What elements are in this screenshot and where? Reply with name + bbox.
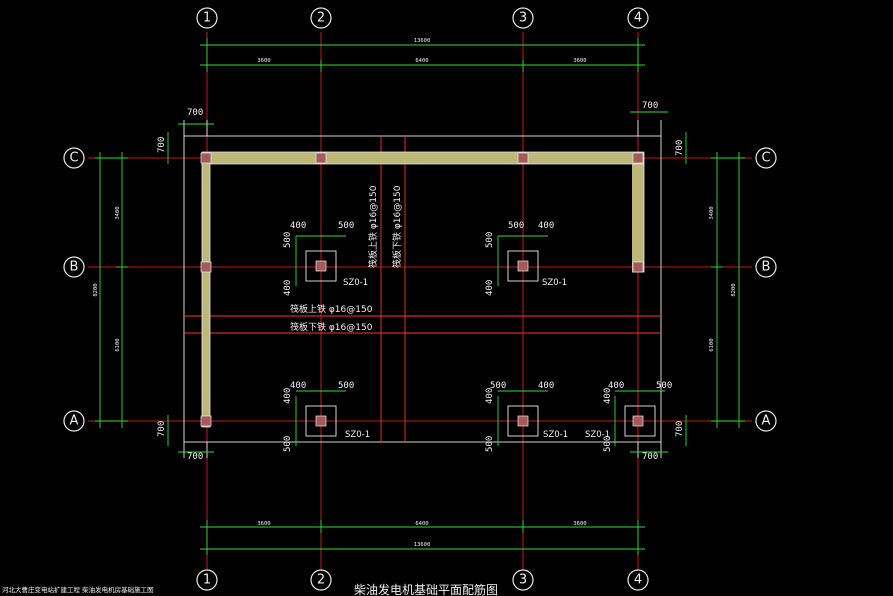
axis-label: 4 [634,573,642,588]
pier-dim: 500 [338,221,354,231]
dim-span-right: 3400 [709,206,715,219]
pier-mark: SZ0-1 [343,278,368,288]
axis-label: B [762,260,771,275]
axis-label: 3 [519,573,527,588]
axis-bubble-top-2: 2 [310,7,332,29]
axis-label: C [69,151,78,166]
pier-marks: SZ0-1 SZ0-1 SZ0-1 SZ0-1 SZ0-1 [343,278,610,440]
pier-dim: 400 [608,381,624,391]
axis-label: 3 [519,11,527,26]
axis-bubble-bottom-4: 4 [627,569,649,591]
axis-bubble-right-b: B [755,256,777,278]
axis-bubble-right-c: C [755,147,777,169]
axis-label: B [70,260,79,275]
axis-bubble-top-1: 1 [196,7,218,29]
dim-span-bottom: 3600 [257,521,270,527]
rebar-label-h-bottom: 筏板下铁 φ16@150 [290,321,373,333]
axis-bubble-bottom-1: 1 [196,569,218,591]
dim-span-left: 6100 [115,338,121,351]
pier-dim: 500 [283,232,293,248]
axis-label: C [761,151,770,166]
dim-offset: 700 [157,421,167,437]
pier-dim: 500 [338,381,354,391]
pier-mark: SZ0-1 [345,430,370,440]
dim-span-right: 6100 [709,338,715,351]
rebar-lines [184,136,661,442]
axis-bubble-left-a: A [63,410,85,432]
axis-label: 4 [634,11,642,26]
axis-bubble-left-b: B [63,256,85,278]
axis-label: A [762,414,771,429]
dim-span-bottom: 3600 [573,521,586,527]
rebar-label-h-top: 筏板上铁 φ16@150 [290,303,373,315]
pier-dim: 400 [485,388,495,404]
pier-dim: 500 [283,436,293,452]
pier-dim: 500 [485,436,495,452]
axis-label: 1 [203,11,211,26]
pier-mark: SZ0-1 [543,430,568,440]
pier-dim: 400 [538,221,554,231]
axis-label: 2 [317,11,325,26]
dim-span-top: 3600 [573,58,586,64]
axis-bubble-bottom-3: 3 [512,569,534,591]
pier-dimension-text: 400 500 500 400 500 400 500 400 400 500 … [283,221,672,452]
pier-dim: 400 [485,280,495,296]
pier-b3 [507,250,539,282]
axis-bubble-bottom-2: 2 [310,569,332,591]
pier-mark: SZ0-1 [542,278,567,288]
piers [305,250,656,437]
pier-dim: 500 [656,381,672,391]
axis-bubble-right-a: A [755,410,777,432]
dim-offset: 700 [642,101,658,111]
pier-dim: 400 [538,381,554,391]
dim-overall-top: 13600 [414,38,431,44]
dim-offset: 700 [642,452,658,462]
pier-dim: 400 [290,221,306,231]
axis-label: 2 [317,573,325,588]
dim-span-top: 3600 [257,58,270,64]
dim-span-bottom: 6400 [415,521,428,527]
dim-offset: 700 [187,108,203,118]
dim-offset: 700 [187,452,203,462]
pier-dim: 400 [283,280,293,296]
dim-offset: 700 [675,140,685,156]
rebar-annotations: 筏板上铁 φ16@150 筏板下铁 φ16@150 筏板上铁 φ16@150 筏… [290,185,403,333]
rebar-label-v-bottom: 筏板下铁 φ16@150 [391,185,403,268]
axis-label: A [70,414,79,429]
axis-bubble-top-3: 3 [512,7,534,29]
dimension-lines [95,38,745,555]
dim-span-left: 3400 [115,206,121,219]
dim-overall-left: 8200 [93,283,99,296]
columns [200,152,644,427]
dim-overall-right: 8200 [731,283,737,296]
pier-dim: 500 [490,381,506,391]
pier-a4 [624,405,656,437]
axis-label: 1 [203,573,211,588]
wall-outline [201,151,645,428]
pier-dim: 400 [603,388,613,404]
dim-offset: 700 [675,421,685,437]
corner-note: 河北大曹庄变电站扩建工程 柴油发电机房基础施工图 [2,585,154,594]
axis-bubble-left-c: C [63,147,85,169]
dim-overall-bottom: 13600 [414,542,431,548]
pier-b2 [305,250,337,282]
pier-a2 [305,405,337,437]
rebar-label-v-top: 筏板上铁 φ16@150 [367,185,379,268]
pier-mark: SZ0-1 [585,430,610,440]
dim-span-top: 6400 [415,58,428,64]
pier-dim: 400 [283,388,293,404]
raft-outline [183,120,662,458]
axis-bubble-top-4: 4 [627,7,649,29]
pier-dim: 500 [603,436,613,452]
dim-offset: 700 [157,137,167,153]
pier-dim: 500 [508,221,524,231]
pier-dim: 400 [290,381,306,391]
dimension-text: 13600 3600 6400 3600 3600 6400 3600 1360… [93,38,737,548]
pier-dim: 500 [485,232,495,248]
pier-a3 [507,405,539,437]
drawing-title: 柴油发电机基础平面配筋图 [354,582,498,596]
